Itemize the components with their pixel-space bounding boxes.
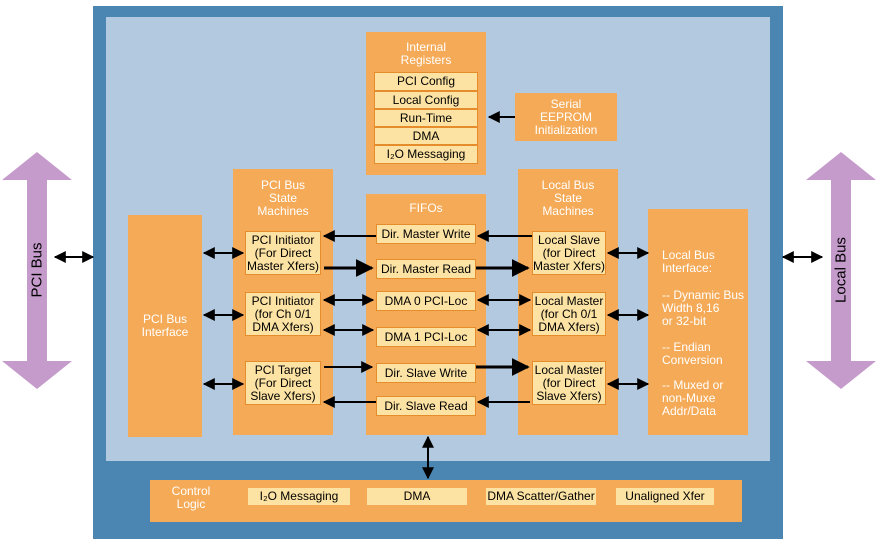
register-i2o-messaging: I₂O Messaging <box>374 145 478 164</box>
fifo-dir-slave-read: Dir. Slave Read <box>376 396 476 416</box>
fifos-block: FIFOs Dir. Master Write Dir. Master Read… <box>366 194 486 435</box>
local-bus-feature-width: -- Dynamic Bus Width 8,16 or 32-bit <box>662 288 745 328</box>
local-slave-direct-master: Local Slave (for Direct Master Xfers) <box>532 231 606 275</box>
fifo-dir-slave-write: Dir. Slave Write <box>376 363 476 383</box>
local-state-machines-block: Local Bus State Machines Local Slave (fo… <box>518 169 618 435</box>
fifos-title: FIFOs <box>409 201 443 215</box>
local-master-dma: Local Master (for Ch 0/1 DMA Xfers) <box>532 292 606 336</box>
control-i2o-messaging: I₂O Messaging <box>248 488 350 505</box>
register-pci-config: PCI Config <box>374 72 478 91</box>
local-state-machines-title: Local Bus State Machines <box>541 178 595 218</box>
fifo-dma1-pci-loc: DMA 1 PCI-Loc <box>376 327 476 347</box>
pci-initiator-dma: PCI Initiator (for Ch 0/1 DMA Xfers) <box>245 292 321 336</box>
local-bus-arrow <box>806 152 876 389</box>
register-local-config: Local Config <box>374 91 478 109</box>
control-unaligned-xfer: Unaligned Xfer <box>616 488 714 505</box>
register-run-time: Run-Time <box>374 109 478 127</box>
local-master-direct-slave: Local Master (for Direct Slave Xfers) <box>532 361 606 405</box>
fifo-dir-master-read: Dir. Master Read <box>376 259 476 279</box>
local-bus-interface-block: Local Bus Interface: -- Dynamic Bus Widt… <box>648 209 748 435</box>
control-dma: DMA <box>367 488 467 505</box>
fifo-dir-master-write: Dir. Master Write <box>376 224 476 244</box>
pci-target-direct-slave: PCI Target (For Direct Slave Xfers) <box>245 361 321 405</box>
local-bus-feature-muxed: -- Muxed or non-Muxe Addr/Data <box>662 378 724 418</box>
fifo-dma0-pci-loc: DMA 0 PCI-Loc <box>376 291 476 311</box>
local-bus-feature-endian: -- Endian Conversion <box>662 340 723 367</box>
control-logic-title: Control Logic <box>171 484 211 511</box>
local-bus-interface-title: Local Bus Interface: <box>662 248 715 275</box>
internal-registers-block: Internal Registers PCI Config Local Conf… <box>366 32 486 175</box>
pci-state-machines-title: PCI Bus State Machines <box>257 178 309 218</box>
control-logic-block: Control Logic I₂O Messaging DMA DMA Scat… <box>150 480 742 522</box>
pci-bus-arrow <box>2 152 72 389</box>
internal-registers-title: Internal Registers <box>400 40 452 67</box>
serial-eeprom-block: Serial EEPROM Initialization <box>515 93 617 141</box>
pci-initiator-direct-master: PCI Initiator (For Direct Master Xfers) <box>245 231 321 275</box>
register-dma: DMA <box>374 127 478 145</box>
control-dma-scatter-gather: DMA Scatter/Gather <box>486 488 596 505</box>
pci-bus-interface-block: PCI Bus Interface <box>128 215 202 437</box>
pci-state-machines-block: PCI Bus State Machines PCI Initiator (Fo… <box>233 169 333 435</box>
